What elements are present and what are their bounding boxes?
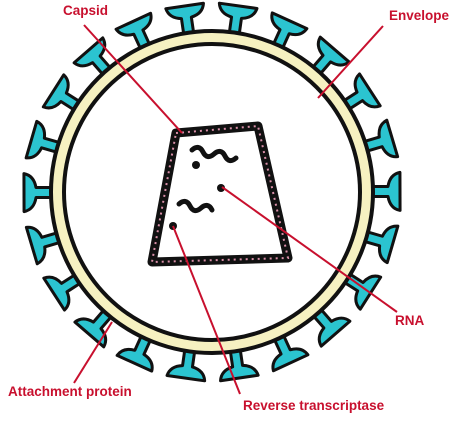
- attachment-protein-label: Attachment protein: [8, 384, 132, 399]
- envelope-label: Envelope: [389, 8, 449, 23]
- reverse-transcriptase-enzyme-1: [192, 161, 200, 169]
- reverse-transcriptase-label: Reverse transcriptase: [243, 398, 384, 413]
- rna-label: RNA: [395, 313, 424, 328]
- capsid-label: Capsid: [63, 3, 108, 18]
